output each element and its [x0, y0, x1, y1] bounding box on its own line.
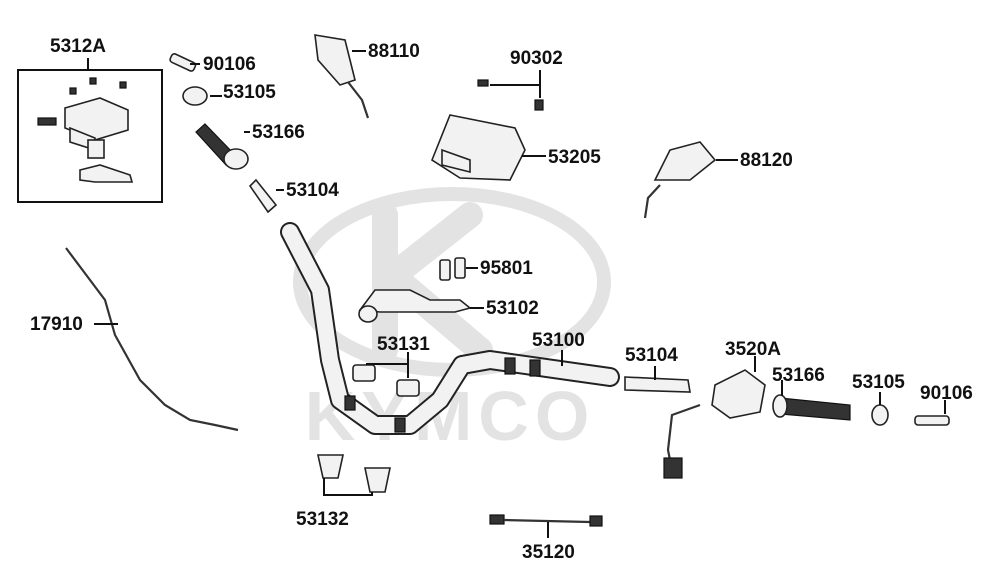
- bar-end-weight-right: [871, 392, 889, 426]
- callout-label: 53205: [548, 147, 601, 168]
- callout-label: 53132: [296, 509, 349, 530]
- callout-label: 88110: [368, 41, 420, 62]
- callout-label: 88120: [740, 150, 793, 171]
- handlebar: [280, 222, 620, 435]
- callout-label: 53102: [486, 298, 539, 319]
- callout-label: 53166: [252, 122, 305, 143]
- lower-holders: [317, 454, 391, 496]
- callout-label: 90302: [510, 48, 563, 69]
- callout-label: 17910: [30, 314, 83, 335]
- callout-label: 35120: [522, 542, 575, 563]
- callout-label: 53166: [772, 365, 825, 386]
- callout-label: 90106: [920, 383, 973, 404]
- handlebar-switch: [663, 356, 766, 479]
- handle-grip: [195, 123, 250, 170]
- callout-label: 53104: [625, 345, 678, 366]
- callout-label: 53131: [377, 334, 430, 355]
- callout-label: 5312A: [50, 36, 106, 57]
- bar-end-weight: [182, 86, 222, 106]
- handle-grip-right: [772, 380, 851, 421]
- throttle-sleeve: [248, 178, 284, 214]
- master-cylinder-box: [17, 58, 163, 203]
- bar-end-screw: [169, 53, 200, 72]
- cover-screws: [477, 70, 544, 111]
- callout-label: 90106: [203, 54, 256, 75]
- callout-label: 53104: [286, 180, 339, 201]
- callout-label: 53100: [532, 330, 585, 351]
- callout-label: 3520A: [725, 339, 781, 360]
- holder-bolts: [439, 257, 478, 281]
- callout-label: 53105: [223, 82, 276, 103]
- handlebar-cover: [431, 114, 546, 181]
- upper-holders: [352, 352, 420, 397]
- callout-label: 95801: [480, 258, 533, 279]
- callout-label: 53105: [852, 372, 905, 393]
- throttle-sleeve-right: [624, 366, 691, 393]
- bar-end-screw-right: [914, 400, 950, 426]
- mirror-right: [643, 141, 738, 219]
- mirror-left: [314, 34, 370, 119]
- handlebar-bracket: [358, 289, 484, 323]
- throttle-cable: [65, 247, 239, 432]
- wire-harness: [489, 514, 603, 538]
